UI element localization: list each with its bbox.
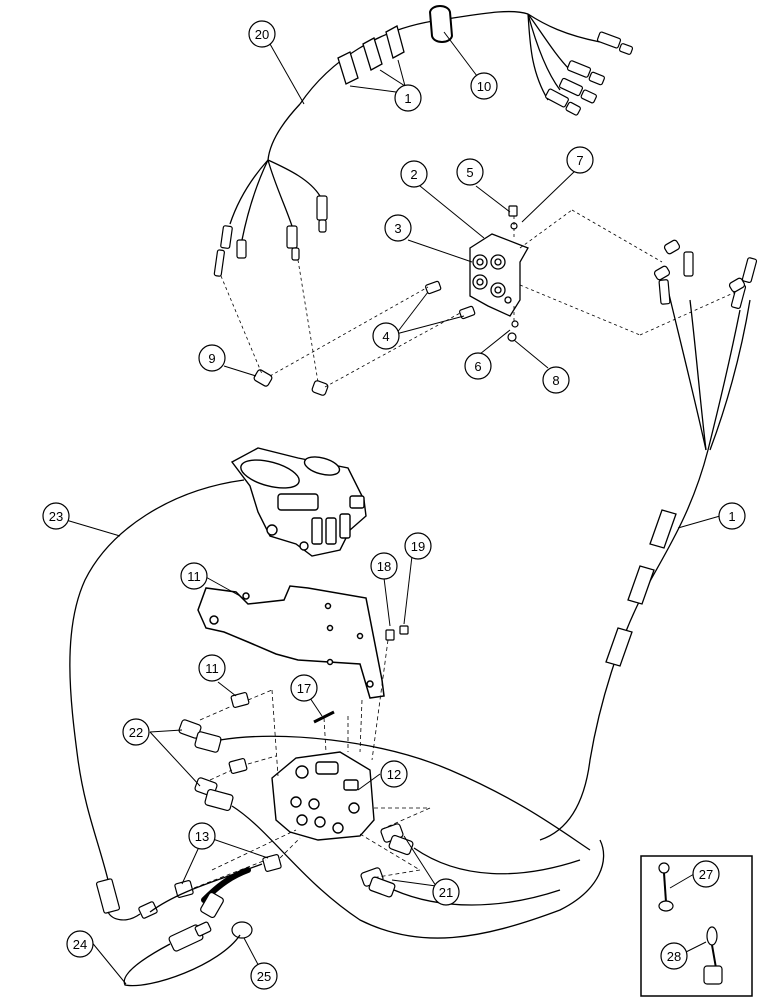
callout-27: 27 [692,860,720,888]
svg-text:1: 1 [728,509,735,524]
hose-tie-straps-right [605,509,677,667]
callout-23: 23 [42,502,70,530]
callout-5: 5 [456,158,484,186]
svg-text:11: 11 [187,569,201,584]
dust-cap-27 [658,862,674,912]
svg-text:6: 6 [474,359,481,374]
svg-text:19: 19 [411,539,425,554]
lower-hoses [123,735,605,987]
callout-1-right: 1 [718,502,746,530]
lower-adapters [174,691,282,939]
hose-clamp [428,5,454,43]
assembly-guide-lines-upper [220,209,741,388]
adapter-fittings [425,280,476,320]
callout-19: 19 [404,532,432,560]
hose-21-fittings [360,823,414,898]
svg-text:27: 27 [699,867,713,882]
svg-text:13: 13 [195,829,209,844]
callout-13: 13 [188,822,216,850]
callout-6: 6 [464,352,492,380]
elbow-fittings [253,369,329,396]
svg-text:28: 28 [667,949,681,964]
hose-end-fittings-upper-right [545,31,634,116]
svg-text:2: 2 [410,167,417,182]
callout-10: 10 [470,72,498,100]
callout-4: 4 [372,322,400,350]
svg-text:18: 18 [377,559,391,574]
hose-23-end-fitting [95,878,158,921]
svg-text:24: 24 [73,937,87,952]
callout-18: 18 [370,552,398,580]
callout-24: 24 [66,930,94,958]
hose-end-fittings-upper-left [213,195,328,277]
valve-mounting-plate [197,585,385,699]
svg-text:4: 4 [382,329,389,344]
svg-text:22: 22 [129,725,143,740]
svg-text:7: 7 [576,153,583,168]
dust-plug-28 [703,926,723,985]
hose-tie-straps-upper [337,25,405,85]
svg-text:9: 9 [208,351,215,366]
hose-22-fittings [178,719,234,812]
callout-9: 9 [198,344,226,372]
svg-text:1: 1 [404,91,411,106]
svg-text:3: 3 [394,221,401,236]
svg-text:20: 20 [255,27,269,42]
assembly-guide-lines-lower [193,639,431,889]
svg-text:5: 5 [466,165,473,180]
svg-text:25: 25 [257,969,271,984]
svg-text:8: 8 [552,373,559,388]
auxiliary-control-valve [271,751,375,841]
callout-3: 3 [384,214,412,242]
hose-24-end-fitting [168,867,251,952]
callout-11-plate: 11 [180,562,208,590]
plate-fasteners [385,625,409,641]
callout-2: 2 [400,160,428,188]
svg-text:11: 11 [205,661,219,676]
callout-20: 20 [248,20,276,48]
callout-22: 22 [122,718,150,746]
svg-text:10: 10 [477,79,491,94]
callout-21: 21 [432,878,460,906]
svg-text:12: 12 [387,767,401,782]
svg-text:23: 23 [49,509,63,524]
callout-7: 7 [566,146,594,174]
callout-8: 8 [542,366,570,394]
hose-end-fittings-right [653,239,758,310]
svg-text:17: 17 [297,681,311,696]
callout-17: 17 [290,674,318,702]
callout-11-adapter: 11 [198,654,226,682]
hose-23 [69,479,245,881]
callout-1-upper: 1 [394,84,422,112]
callout-28: 28 [660,942,688,970]
coupler-bracket [469,233,529,317]
svg-text:21: 21 [439,885,453,900]
right-hose-harness [539,289,751,841]
upper-hose-harness [229,10,601,241]
loader-control-valve [230,447,367,557]
bolt-17 [313,710,335,724]
callout-25: 25 [250,962,278,990]
callout-12: 12 [380,760,408,788]
